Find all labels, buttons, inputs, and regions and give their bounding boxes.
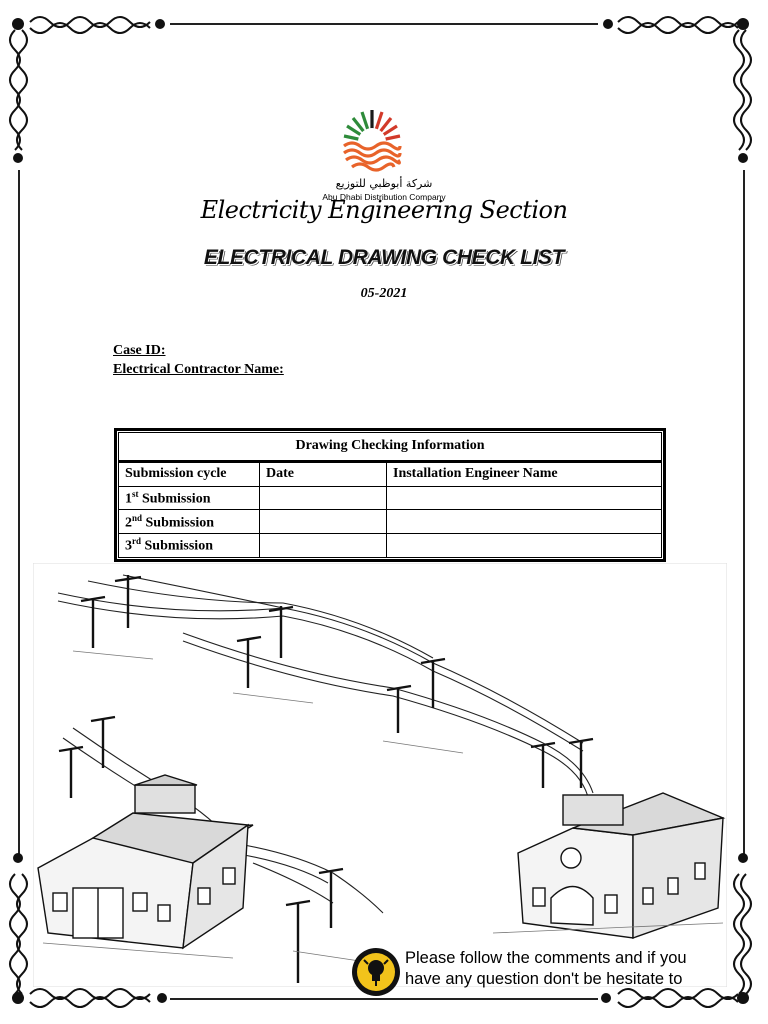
table-row: 2nd Submission [118, 509, 662, 535]
submission-cycle-cell: 2nd Submission [118, 509, 260, 535]
lightbulb-warning-icon [352, 948, 400, 996]
table-row: 1st Submission [118, 485, 662, 511]
power-lines-illustration [33, 563, 727, 987]
engineer-name-cell[interactable] [386, 485, 662, 511]
corner-ornament-bottom-right [601, 853, 752, 1008]
date-cell[interactable] [259, 485, 387, 511]
corner-ornament-top-left [9, 16, 165, 163]
sunburst-icon [343, 110, 401, 156]
table-caption: Drawing Checking Information [118, 432, 662, 463]
submission-cycle-cell: 3rd Submission [118, 533, 260, 558]
border-line-top [170, 23, 598, 25]
border-line-bottom [170, 998, 598, 1000]
company-name-english: Abu Dhabi Distribution Company [322, 192, 446, 202]
document-title: ELECTRICAL DRAWING CHECK LIST [203, 246, 565, 269]
column-header: Installation Engineer Name [386, 460, 662, 487]
table-header-row: Submission cycle Date Installation Engin… [118, 460, 662, 487]
drawing-checking-table: Drawing Checking Information Submission … [114, 428, 666, 562]
border-line-right [743, 170, 745, 856]
submission-cycle-cell: 1st Submission [118, 485, 260, 511]
date-cell[interactable] [259, 509, 387, 535]
case-id-label: Case ID: [113, 343, 166, 358]
revision-date: 05-2021 [360, 286, 408, 301]
help-note: Please follow the comments and if you ha… [405, 948, 735, 990]
company-logo [343, 110, 402, 172]
table-row: 3rd Submission [118, 533, 662, 558]
engineer-name-cell[interactable] [386, 509, 662, 535]
corner-ornament-bottom-left [9, 853, 167, 1008]
date-cell[interactable] [259, 533, 387, 558]
section-title: Electricity Engineering Section [200, 196, 568, 224]
engineer-name-cell[interactable] [386, 533, 662, 558]
wave-icon [343, 141, 402, 172]
company-name-arabic: شركة أبوظبي للتوزيع [335, 177, 433, 190]
column-header: Date [259, 460, 387, 487]
border-line-left [18, 170, 20, 856]
contractor-name-label: Electrical Contractor Name: [113, 362, 284, 377]
help-note-line-1: Please follow the comments and if you [405, 949, 687, 967]
column-header: Submission cycle [118, 460, 260, 487]
help-note-line-2: have any question don't be hesitate to [405, 970, 683, 988]
corner-ornament-top-right [603, 16, 752, 163]
